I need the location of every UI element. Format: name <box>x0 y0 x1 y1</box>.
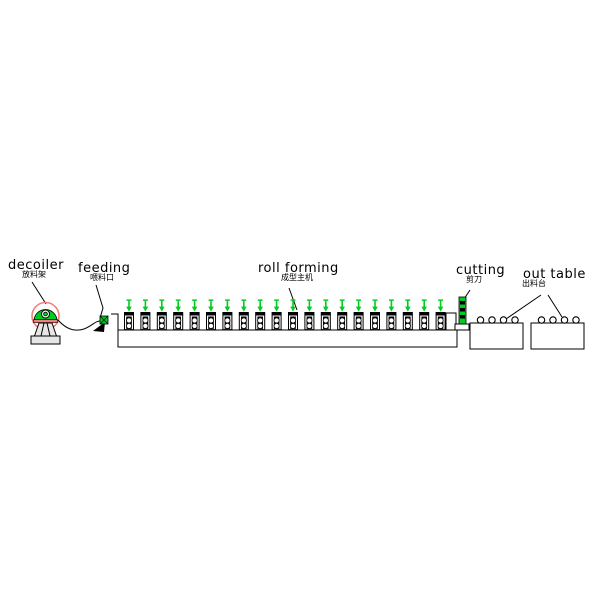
cutter-block-1 <box>460 301 465 305</box>
label-decoiler-cn: 放料架 <box>22 270 46 279</box>
leader-out-table-1 <box>505 294 542 320</box>
label-feeding-cn: 喂料口 <box>90 273 114 282</box>
cutter-block-2 <box>460 308 465 312</box>
table-roller <box>572 316 580 324</box>
label-feeding: feeding <box>78 261 131 276</box>
table-roller <box>476 316 485 324</box>
label-decoiler: decoiler <box>8 258 64 273</box>
steel-strip <box>57 319 103 331</box>
roll-forming-stations <box>123 298 447 331</box>
roll-station <box>287 298 299 331</box>
out-table-1 <box>469 322 524 350</box>
roll-station <box>353 298 365 331</box>
leader-roll-forming <box>288 287 298 311</box>
roll-station <box>418 298 430 331</box>
table-roller <box>549 316 557 324</box>
decoiler-axle-band <box>33 319 58 323</box>
roll-station <box>320 298 332 331</box>
cutter-housing <box>445 312 457 331</box>
label-roll-forming-cn: 成型主机 <box>281 273 313 282</box>
feeding-guide <box>93 315 109 332</box>
label-out-table-cn: 出料台 <box>522 279 546 288</box>
roll-station <box>156 298 168 331</box>
roll-station <box>238 298 250 331</box>
label-out-table: out table <box>523 267 586 282</box>
table-roller <box>560 316 569 324</box>
roll-station <box>139 298 151 331</box>
label-roll-forming: roll forming <box>258 261 339 276</box>
label-cutting: cutting <box>456 263 506 278</box>
decoiler <box>30 301 61 345</box>
roll-station <box>435 298 447 331</box>
decoiler-stand <box>33 322 58 337</box>
table-roller <box>537 316 546 324</box>
table-roller <box>511 316 519 324</box>
decoiler-stand-legs <box>40 322 51 337</box>
out-table-rollers <box>476 316 580 324</box>
leader-decoiler <box>31 281 47 305</box>
bed-entry-lip <box>111 313 119 330</box>
machine-bed <box>117 329 458 348</box>
roll-station <box>385 298 397 331</box>
decoiler-base <box>30 335 61 345</box>
cutter-base <box>454 323 470 331</box>
table-roller <box>488 316 496 324</box>
roll-station <box>402 298 414 331</box>
feeding-block-cross <box>99 315 109 325</box>
roll-station <box>254 298 266 331</box>
cutter <box>445 296 470 331</box>
decoiler-hub-center <box>43 311 48 317</box>
roll-station <box>123 298 135 331</box>
label-cutting-cn: 剪刀 <box>466 275 482 284</box>
roll-station <box>205 298 217 331</box>
roll-station <box>172 298 184 331</box>
cutter-block-3 <box>460 315 465 319</box>
roll-station <box>369 298 381 331</box>
roll-station <box>189 298 201 331</box>
roll-station <box>303 298 315 331</box>
roll-station <box>336 298 348 331</box>
roll-station <box>221 298 233 331</box>
leader-out-table-2 <box>547 294 563 318</box>
table-roller <box>499 316 508 324</box>
out-table-2 <box>530 322 585 350</box>
leader-feeding <box>95 284 104 319</box>
feeding-arrow <box>93 322 105 332</box>
roll-station <box>271 298 283 331</box>
